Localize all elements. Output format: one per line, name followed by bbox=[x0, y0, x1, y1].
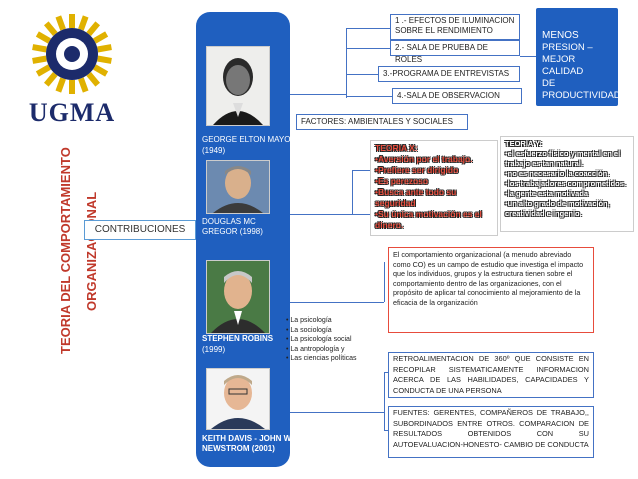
disciplina-item: La antropología y bbox=[286, 345, 364, 355]
portrait-icon bbox=[207, 161, 269, 213]
menos-line-4: DE bbox=[542, 78, 556, 89]
connector bbox=[352, 170, 370, 171]
menos-line-5: PRODUCTIVIDAD bbox=[542, 90, 621, 101]
teoria-y-item: •la gente esta motivada bbox=[505, 189, 589, 198]
disciplina-item: La psicología bbox=[286, 316, 364, 326]
title-line-1: TEORIA DEL COMPORTAMIENTO bbox=[58, 147, 73, 355]
connector bbox=[346, 28, 347, 98]
teoria-x-item: •Prefiere ser dirigido bbox=[375, 165, 459, 175]
teoria-x-item: •Es perezoso bbox=[375, 176, 429, 186]
connector bbox=[520, 56, 536, 57]
factores-box: FACTORES: AMBIENTALES Y SOCIALES bbox=[296, 114, 468, 130]
diagram-title: TEORIA DEL COMPORTAMIENTO ORGANIZACIONAL bbox=[58, 128, 114, 374]
teoria-y-box: TEORIA Y: •el esfuerzo físico y mental e… bbox=[500, 136, 634, 232]
connector bbox=[384, 372, 385, 430]
disciplinas-label: DISCIPLINAS RELEVANTES EN EL CO bbox=[296, 279, 370, 308]
menos-presion-box: MENOS PRESION – MEJOR CALIDAD DE PRODUCT… bbox=[536, 8, 621, 106]
name-robbins: STEPHEN ROBINS bbox=[202, 334, 274, 343]
disciplinas-list: La psicología La sociología La psicologí… bbox=[286, 316, 364, 364]
menos-line-2: PRESION – bbox=[542, 42, 593, 53]
photo-robbins bbox=[206, 260, 270, 334]
menos-line-3: MEJOR CALIDAD bbox=[542, 54, 584, 77]
photo-davis bbox=[206, 368, 270, 430]
year-robbins: (1999) bbox=[202, 345, 226, 354]
programa-label: PROGRAMA bbox=[308, 399, 352, 408]
connector bbox=[384, 430, 388, 431]
fuentes-box: FUENTES: GERENTES, COMPAÑEROS DE TRABAJO… bbox=[388, 406, 594, 458]
name-mcgregor: DOUGLAS MC GREGOR (1998) bbox=[202, 217, 263, 236]
fases-label: 4 FASES bbox=[304, 84, 336, 93]
contribuciones-box: CONTRIBUCIONES bbox=[84, 220, 196, 240]
portrait-icon bbox=[207, 47, 269, 125]
teoria-x-item: •Busca ante todo su seguridad bbox=[375, 187, 457, 208]
connector bbox=[384, 372, 388, 373]
photo-mayo bbox=[206, 46, 270, 126]
disciplina-item: La psicología social bbox=[286, 335, 364, 345]
disciplina-item: Las ciencias políticas bbox=[286, 354, 364, 364]
title-line-2: ORGANIZACIONAL bbox=[84, 191, 99, 311]
connector bbox=[346, 74, 378, 75]
connector bbox=[290, 302, 384, 303]
retroalimentacion-box: RETROALIMENTACION DE 360º QUE CONSISTE E… bbox=[388, 352, 594, 398]
ugma-emblem-icon bbox=[32, 14, 112, 94]
connector bbox=[384, 262, 385, 302]
fase-3: 3.-PROGRAMA DE ENTREVISTAS bbox=[378, 66, 520, 82]
fase-4: 4.-SALA DE OBSERVACION bbox=[392, 88, 522, 104]
teoria-x-item: •Aversión por el trabajo. bbox=[375, 154, 473, 164]
connector bbox=[346, 48, 390, 49]
teoria-x-box: TEORIA X: •Aversión por el trabajo. •Pre… bbox=[370, 140, 498, 236]
teoria-x-item: •Su única motivación es el dinero. bbox=[375, 209, 482, 230]
connector bbox=[346, 96, 392, 97]
teoria-x-title: TEORIA X: bbox=[375, 143, 418, 153]
connector bbox=[290, 214, 370, 215]
connector bbox=[290, 412, 384, 413]
photo-mcgregor bbox=[206, 160, 270, 214]
fase-1: 1 .- EFECTOS DE ILUMINACION SOBRE EL REN… bbox=[390, 14, 520, 40]
teoria-y-item: •un alto grado de motivación, creativida… bbox=[505, 199, 610, 218]
teoria-y-item: •no es necesario la coacción. bbox=[505, 169, 610, 178]
name-davis: KEITH DAVIS - JOHN W. NEWSTROM (2001) bbox=[202, 434, 293, 453]
portrait-icon bbox=[207, 261, 269, 333]
fase-2: 2.- SALA DE PRUEBA DE ROLES bbox=[390, 40, 520, 64]
connector bbox=[346, 28, 390, 29]
connector bbox=[290, 94, 346, 95]
teoria-y-item: •los trabajadores comprometidos. bbox=[505, 179, 626, 188]
year-mayo: (1949) bbox=[202, 146, 226, 155]
definicion-co-box: El comportamiento organizacional (a menu… bbox=[388, 247, 594, 333]
logo-wordmark: UGMA bbox=[28, 98, 116, 127]
teoria-xy-label: Teoría x-y bbox=[294, 193, 347, 207]
menos-line-1: MENOS bbox=[542, 30, 579, 41]
teoria-y-item: •el esfuerzo físico y mental en el traba… bbox=[505, 149, 621, 168]
portrait-icon bbox=[207, 369, 269, 429]
authors-column: GEORGE ELTON MAYO (1949) DOUGLAS MC GREG… bbox=[196, 12, 293, 467]
disciplina-item: La sociología bbox=[286, 326, 364, 336]
connector bbox=[352, 170, 353, 214]
teoria-y-title: TEORIA Y: bbox=[505, 139, 542, 148]
ugma-logo: UGMA bbox=[8, 12, 136, 127]
name-mayo: GEORGE ELTON MAYO bbox=[202, 135, 291, 144]
